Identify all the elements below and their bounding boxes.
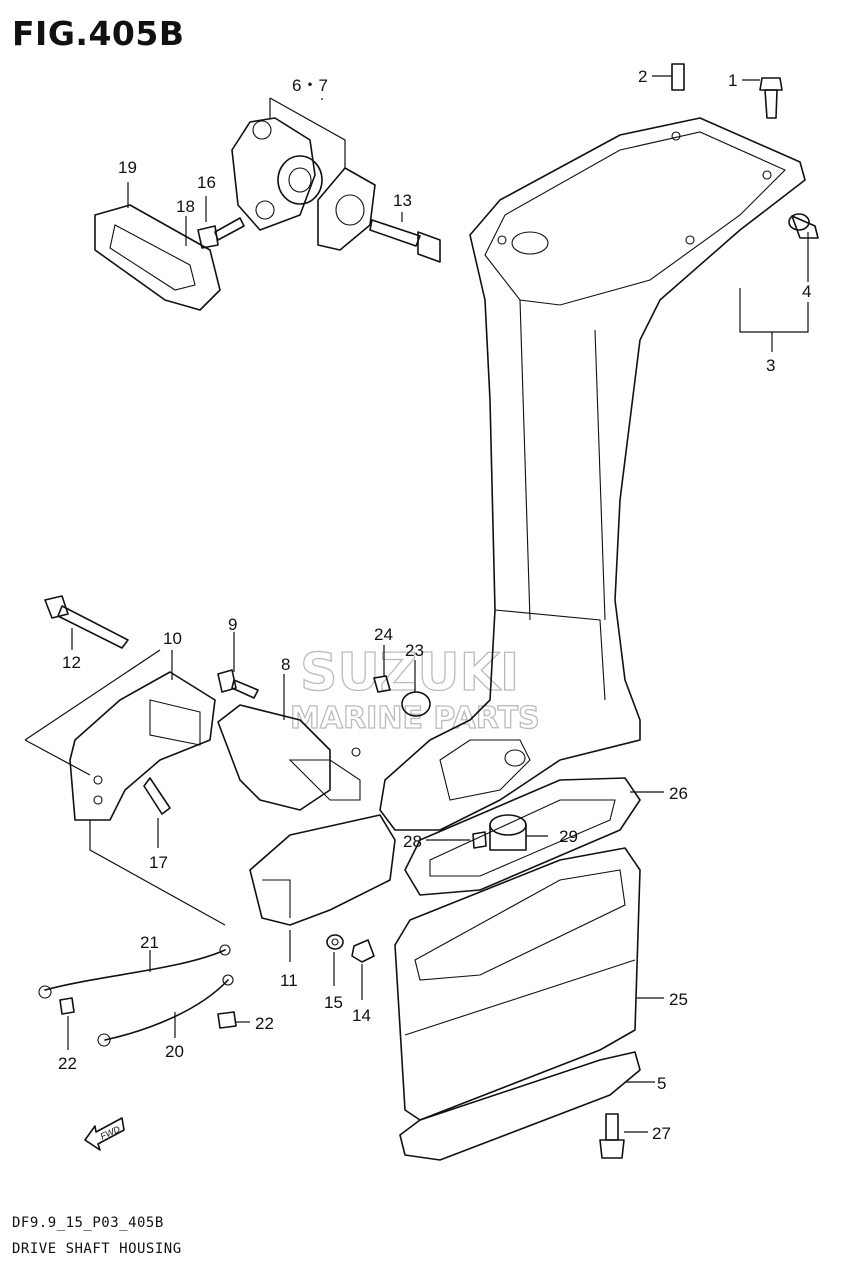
callout-29: 29 (559, 827, 578, 846)
bolt-24 (373, 675, 391, 693)
callout-2: 2 (638, 67, 647, 86)
callout-14: 14 (352, 1006, 371, 1025)
seal-29 (489, 814, 527, 851)
callout-12: 12 (62, 653, 81, 672)
callout-26: 26 (669, 784, 688, 803)
callout-9: 9 (228, 615, 237, 634)
bolt-22-left (59, 997, 75, 1015)
callout-19: 19 (118, 158, 137, 177)
cover-11 (249, 814, 396, 926)
nut-14 (351, 939, 375, 963)
callout-24: 24 (374, 625, 393, 644)
bolt-13 (369, 219, 441, 263)
washer-15 (326, 934, 344, 950)
bracket-10 (69, 671, 216, 821)
bolt-22-right (217, 1011, 237, 1029)
svg-text:MARINE PARTS: MARINE PARTS (290, 701, 540, 736)
bolt-12 (44, 595, 129, 649)
figure-code: DF9.9_15_P03_405B (12, 1215, 164, 1231)
callout-5: 5 (657, 1074, 666, 1093)
bolt-16 (197, 217, 245, 249)
pin-17 (143, 777, 171, 815)
gasket-26 (404, 777, 641, 896)
callout-4: 4 (802, 282, 811, 301)
callout-20: 20 (165, 1042, 184, 1061)
figure-title: FIG.405B (12, 14, 185, 53)
pin-28 (472, 831, 487, 849)
callout-6-7: 6・7 (292, 76, 328, 95)
extension-case-25 (394, 847, 641, 1121)
bushing-4 (788, 213, 819, 239)
callout-28: 28 (403, 832, 422, 851)
callout-21: 21 (140, 933, 159, 952)
callout-23: 23 (405, 641, 424, 660)
figure-name: DRIVE SHAFT HOUSING (12, 1241, 182, 1257)
grommet-19 (94, 204, 221, 311)
bracket-8 (217, 704, 361, 811)
leader-lines (24, 75, 809, 1133)
fwd-arrow-icon: FWD (84, 1117, 125, 1151)
callout-17: 17 (149, 853, 168, 872)
bolt-1 (759, 77, 783, 119)
callout-3: 3 (766, 356, 775, 375)
svg-text:FWD: FWD (99, 1124, 122, 1142)
callout-27: 27 (652, 1124, 671, 1143)
gasket-5 (399, 1051, 641, 1161)
callout-22-right: 22 (255, 1014, 274, 1033)
watermark: SUZUKI MARINE PARTS (289, 642, 540, 736)
bolt-27 (599, 1113, 625, 1159)
callout-25: 25 (669, 990, 688, 1009)
ground-lead-20 (97, 974, 234, 1047)
ground-lead-21 (38, 944, 231, 999)
callout-10: 10 (163, 629, 182, 648)
callout-18: 18 (176, 197, 195, 216)
callout-11: 11 (280, 971, 298, 990)
pin-2 (671, 63, 685, 91)
bushing-23 (401, 691, 431, 717)
callout-1: 1 (728, 71, 737, 90)
mount-bracket-6-7 (231, 117, 376, 251)
drive-shaft-housing (379, 117, 806, 831)
callout-labels: 1 2 4 3 6・7 19 16 18 13 10 12 9 8 24 23 … (58, 67, 811, 1143)
callout-16: 16 (197, 173, 216, 192)
bolt-9 (217, 669, 259, 699)
callout-22-left: 22 (58, 1054, 77, 1073)
callout-8: 8 (281, 655, 290, 674)
callout-13: 13 (393, 191, 412, 210)
callout-15: 15 (324, 993, 343, 1012)
